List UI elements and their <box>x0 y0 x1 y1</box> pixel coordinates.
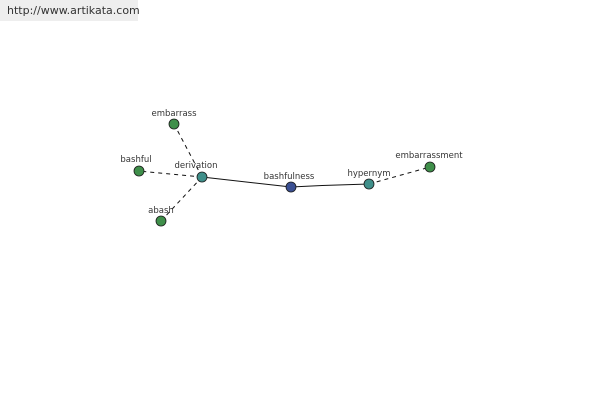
watermark-url: http://www.artikata.com <box>7 4 140 17</box>
node-hypernym[interactable] <box>363 178 375 190</box>
node-bashful[interactable] <box>133 165 145 177</box>
node-label-embarrass: embarrass <box>151 109 197 119</box>
edge-hypernym-embarrassment <box>368 166 431 185</box>
edge-bashfulness-hypernym <box>290 183 370 188</box>
node-embarrassment[interactable] <box>424 161 436 173</box>
node-abash[interactable] <box>155 215 167 227</box>
node-label-embarrassment: embarrassment <box>395 151 463 161</box>
node-label-bashful: bashful <box>120 155 151 165</box>
edges-layer <box>138 123 431 222</box>
node-label-hypernym: hypernym <box>347 169 390 179</box>
node-label-abash: abash <box>148 206 174 216</box>
node-bashfulness[interactable] <box>285 181 297 193</box>
edge-derivation-abash <box>160 176 203 222</box>
node-derivation[interactable] <box>196 171 208 183</box>
edge-derivation-bashful <box>138 170 203 178</box>
node-label-bashfulness: bashfulness <box>264 172 315 182</box>
watermark-bar: http://www.artikata.com <box>0 0 140 21</box>
nodes-layer <box>133 118 436 227</box>
labels-layer: bashfulness derivation hypernym embarrass ba… <box>120 109 463 216</box>
edge-derivation-embarrass <box>173 123 203 178</box>
node-embarrass[interactable] <box>168 118 180 130</box>
edge-derivation-bashfulness <box>201 176 292 188</box>
node-label-derivation: derivation <box>174 161 217 171</box>
